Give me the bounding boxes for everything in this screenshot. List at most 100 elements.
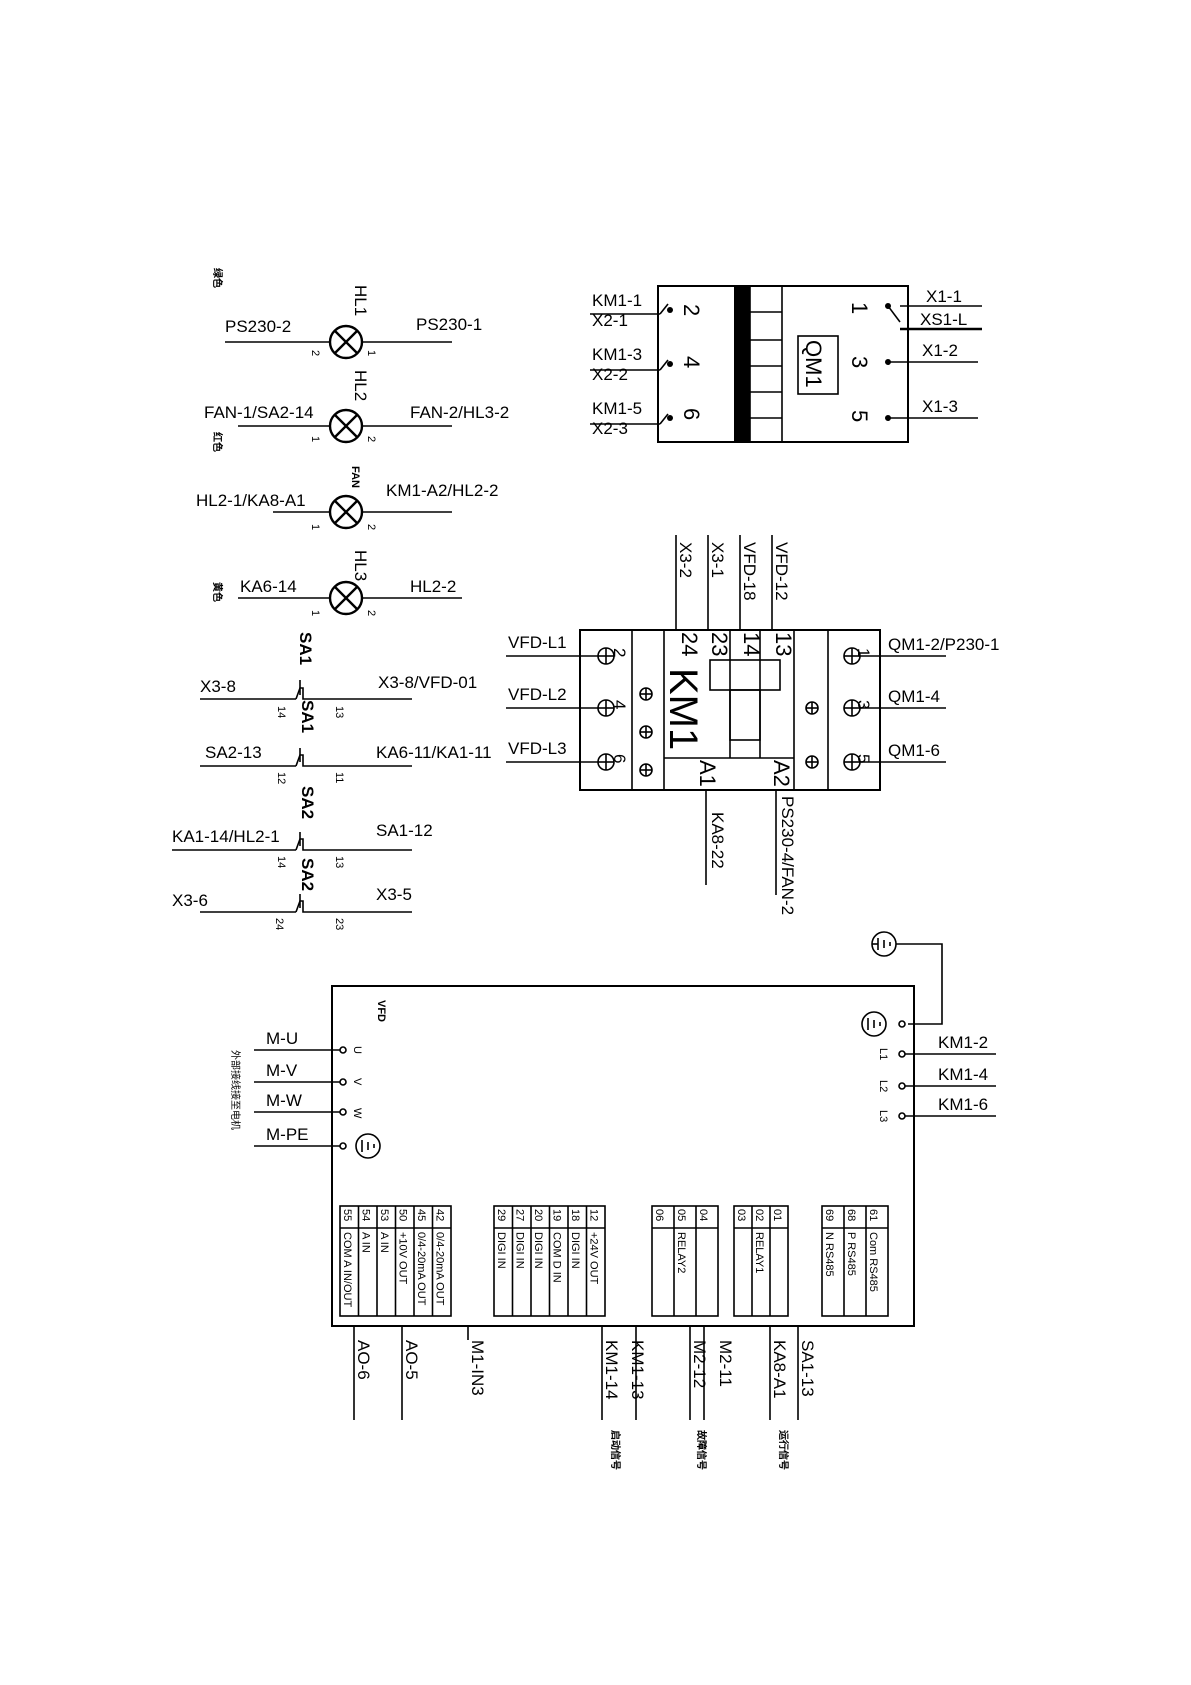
pin-label: 2 xyxy=(679,304,704,316)
terminal-number: 18 xyxy=(569,1209,581,1221)
terminal-number: 27 xyxy=(514,1209,526,1221)
lamp-side-note: 黄色 xyxy=(211,582,224,602)
terminal-description: A IN xyxy=(360,1232,372,1253)
wire-label: X2-2 xyxy=(592,365,628,384)
wire-label: KA1-14/HL2-1 xyxy=(172,827,280,846)
pin-label: 2 xyxy=(365,524,377,530)
wire-label: VFD-12 xyxy=(772,542,791,601)
pin-label: 3 xyxy=(847,356,872,368)
wire-label: X1-2 xyxy=(922,341,958,360)
wire-label: M-U xyxy=(266,1029,298,1048)
wire-label: AO-6 xyxy=(354,1340,373,1380)
wire-label: X2-1 xyxy=(592,311,628,330)
wire-label: M2-12 xyxy=(690,1340,709,1388)
signal-note: 运行信号 xyxy=(777,1430,790,1470)
wire-label: X1-1 xyxy=(926,287,962,306)
wire-label: X3-6 xyxy=(172,891,208,910)
wire-label: SA1-13 xyxy=(798,1340,817,1397)
wire-label: VFD-L3 xyxy=(508,739,567,758)
wire-label: KM1-14 xyxy=(602,1340,621,1400)
wire-label: X3-8/VFD-01 xyxy=(378,673,477,692)
ground-icon xyxy=(861,1011,887,1037)
wire-label: KM1-2 xyxy=(938,1033,988,1052)
switch-label: SA2 xyxy=(298,786,317,819)
terminal-label: L2 xyxy=(877,1080,889,1092)
switch-sa2: SA2 KA1-14/HL2-1 SA1-12 14 13 SA2 X3-6 X… xyxy=(172,786,433,930)
wire-label: KA6-11/KA1-11 xyxy=(376,743,492,762)
terminal-description: 0/4-20mA OUT xyxy=(434,1232,446,1306)
breaker-qm1: QM1 2 4 6 1 3 5 KM1-1 X2-1 KM1-3 X2-2 KM… xyxy=(590,285,982,443)
terminal-number: 54 xyxy=(360,1209,372,1221)
pin-label: 3 xyxy=(854,700,873,709)
wire-label: X3-8 xyxy=(200,677,236,696)
pin-label: 23 xyxy=(707,632,732,656)
terminal-number: 03 xyxy=(735,1209,747,1221)
wire-label: KM1-1 xyxy=(592,291,642,310)
pin-label: 1 xyxy=(854,648,873,657)
terminal-number: 53 xyxy=(378,1209,390,1221)
lamp-hl2: HL2 FAN-1/SA2-14 FAN-2/HL3-2 红色 1 2 xyxy=(204,370,509,452)
wire-label: M-W xyxy=(266,1091,302,1110)
wire-label: X1-3 xyxy=(922,397,958,416)
terminal-description: 0/4-20mA OUT xyxy=(415,1232,427,1306)
wire-label: X3-5 xyxy=(376,885,412,904)
lamp-label: HL2 xyxy=(351,370,370,401)
ground-icon xyxy=(872,938,891,950)
signal-note: 故障信号 xyxy=(695,1430,708,1470)
contactor-km1: KM1 A1 A2 24 23 14 13 X3-2 X3-1 VFD-18 V… xyxy=(506,535,1000,915)
wire-label: QM1-6 xyxy=(888,741,940,760)
wire-label: PS230-1 xyxy=(416,315,482,334)
wire-label: M-PE xyxy=(266,1125,309,1144)
pin-label: 24 xyxy=(273,918,285,930)
terminal-number: 02 xyxy=(753,1209,765,1221)
terminal-description: COM D IN xyxy=(551,1232,563,1283)
terminal-number: 68 xyxy=(845,1209,857,1221)
lamp-label: FAN xyxy=(349,466,361,488)
wire-label: M-V xyxy=(266,1061,298,1080)
pin-label: 6 xyxy=(679,408,704,420)
terminal-label: L1 xyxy=(877,1048,889,1060)
wire-label: PS230-4/FAN-2 xyxy=(778,796,797,915)
terminal-description: DIGI IN xyxy=(569,1232,581,1269)
wire-label: SA1-12 xyxy=(376,821,433,840)
terminal-number: 06 xyxy=(653,1209,665,1221)
wire-label: KM1-13 xyxy=(628,1340,647,1400)
wire-label: KM1-4 xyxy=(938,1065,988,1084)
motor-note: 外部接线接至电机 xyxy=(229,1050,242,1130)
pin-label: 4 xyxy=(610,700,629,709)
terminal-label: U xyxy=(351,1046,363,1054)
pin-label: 13 xyxy=(333,706,345,718)
lamp-fan: FAN HL2-1/KA8-A1 KM1-A2/HL2-2 1 2 xyxy=(196,466,498,530)
wire-label: VFD-18 xyxy=(740,542,759,601)
wire-label: KM1-6 xyxy=(938,1095,988,1114)
coil-terminal-a2: A2 xyxy=(769,760,794,787)
terminal-description: DIGI IN xyxy=(495,1232,507,1269)
pin-label: 14 xyxy=(275,706,287,718)
terminal-number: 69 xyxy=(823,1209,835,1221)
wire-label: KM1-5 xyxy=(592,399,642,418)
terminal-number: 12 xyxy=(588,1209,600,1221)
wire-label: FAN-2/HL3-2 xyxy=(410,403,509,422)
wire-label: QM1-4 xyxy=(888,687,940,706)
pin-label: 1 xyxy=(309,436,321,442)
wire-label: HL2-1/KA8-A1 xyxy=(196,491,306,510)
pin-label: 2 xyxy=(365,610,377,616)
wire-label: PS230-2 xyxy=(225,317,291,336)
wire-label: AO-5 xyxy=(402,1340,421,1380)
terminal-number: 05 xyxy=(675,1209,687,1221)
wire-label: SA2-13 xyxy=(205,743,262,762)
lamp-side-note: 绿色 xyxy=(211,268,224,288)
pin-label: 2 xyxy=(610,648,629,657)
wire-label: X3-1 xyxy=(708,542,727,578)
switch-label: SA2 xyxy=(298,858,317,891)
terminal-number: 42 xyxy=(434,1209,446,1221)
breaker-label: QM1 xyxy=(801,340,826,388)
pin-label: 13 xyxy=(771,632,796,656)
lamp-hl3: HL3 黄色 KA6-14 HL2-2 1 2 xyxy=(211,550,462,616)
terminal-number: 01 xyxy=(771,1209,783,1221)
pin-label: 11 xyxy=(333,772,345,783)
terminal-description: RELAY1 xyxy=(753,1232,765,1273)
wire-label: VFD-L1 xyxy=(508,633,567,652)
